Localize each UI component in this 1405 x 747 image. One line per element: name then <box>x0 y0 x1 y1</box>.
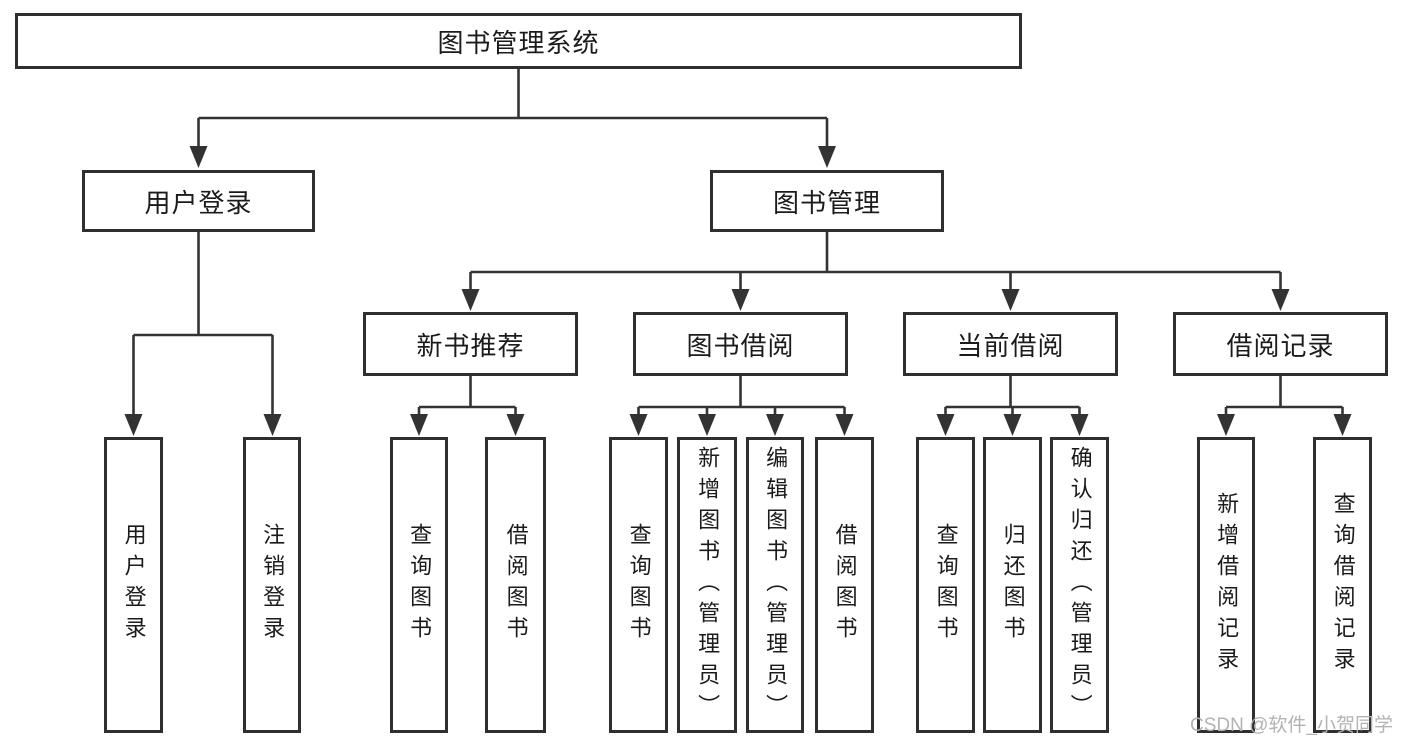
node-label: 当前借阅 <box>956 330 1065 361</box>
leaf-user-login: 用户登录 <box>104 437 163 733</box>
node-borrow-records: 借阅记录 <box>1173 312 1388 376</box>
node-user-login: 用户登录 <box>82 170 315 232</box>
node-root: 图书管理系统 <box>15 13 1022 69</box>
node-label: 归还图书 <box>1000 523 1026 647</box>
connector-lines <box>133 69 1343 409</box>
leaf-cb-return-books: 归还图书 <box>983 437 1042 733</box>
leaf-nb-query-books: 查询图书 <box>390 437 448 733</box>
node-label: 新增图书（管理员） <box>695 445 721 725</box>
leaf-bb-add-book-admin: 新增图书（管理员） <box>677 437 737 733</box>
node-label: 用户登录 <box>121 523 147 647</box>
leaf-nb-borrow-books: 借阅图书 <box>485 437 546 733</box>
leaf-bb-borrow-books: 借阅图书 <box>815 437 874 733</box>
leaf-br-query-record: 查询借阅记录 <box>1313 437 1372 733</box>
node-label: 查询图书 <box>626 523 652 647</box>
node-label: 借阅图书 <box>832 523 858 647</box>
node-current-borrow: 当前借阅 <box>903 312 1118 376</box>
node-label: 图书借阅 <box>686 330 795 361</box>
node-label: 查询借阅记录 <box>1330 492 1356 678</box>
node-label: 借阅记录 <box>1226 330 1335 361</box>
node-label: 图书管理 <box>772 187 881 218</box>
node-label: 查询图书 <box>933 523 959 647</box>
node-label: 查询图书 <box>407 523 433 647</box>
node-label: 确认归还（管理员） <box>1067 445 1093 725</box>
watermark: CSDN @软件_小贺同学 <box>1190 715 1393 736</box>
node-label: 新增借阅记录 <box>1214 492 1240 678</box>
connector-arrowheads <box>124 118 1352 436</box>
node-label: 借阅图书 <box>503 523 529 647</box>
leaf-br-add-record: 新增借阅记录 <box>1197 437 1255 733</box>
node-label: 图书管理系统 <box>437 27 600 58</box>
leaf-cb-confirm-return-admin: 确认归还（管理员） <box>1050 437 1109 733</box>
leaf-cb-query-books: 查询图书 <box>916 437 975 733</box>
node-new-book-recommend: 新书推荐 <box>363 312 578 376</box>
node-label: 编辑图书（管理员） <box>763 445 789 725</box>
leaf-logout: 注销登录 <box>243 437 301 733</box>
node-book-management: 图书管理 <box>710 170 944 232</box>
node-label: 新书推荐 <box>416 330 525 361</box>
leaf-bb-edit-book-admin: 编辑图书（管理员） <box>746 437 804 733</box>
node-book-borrow: 图书借阅 <box>633 312 848 376</box>
node-label: 用户登录 <box>144 187 253 218</box>
node-label: 注销登录 <box>260 523 286 647</box>
leaf-bb-query-books: 查询图书 <box>609 437 668 733</box>
